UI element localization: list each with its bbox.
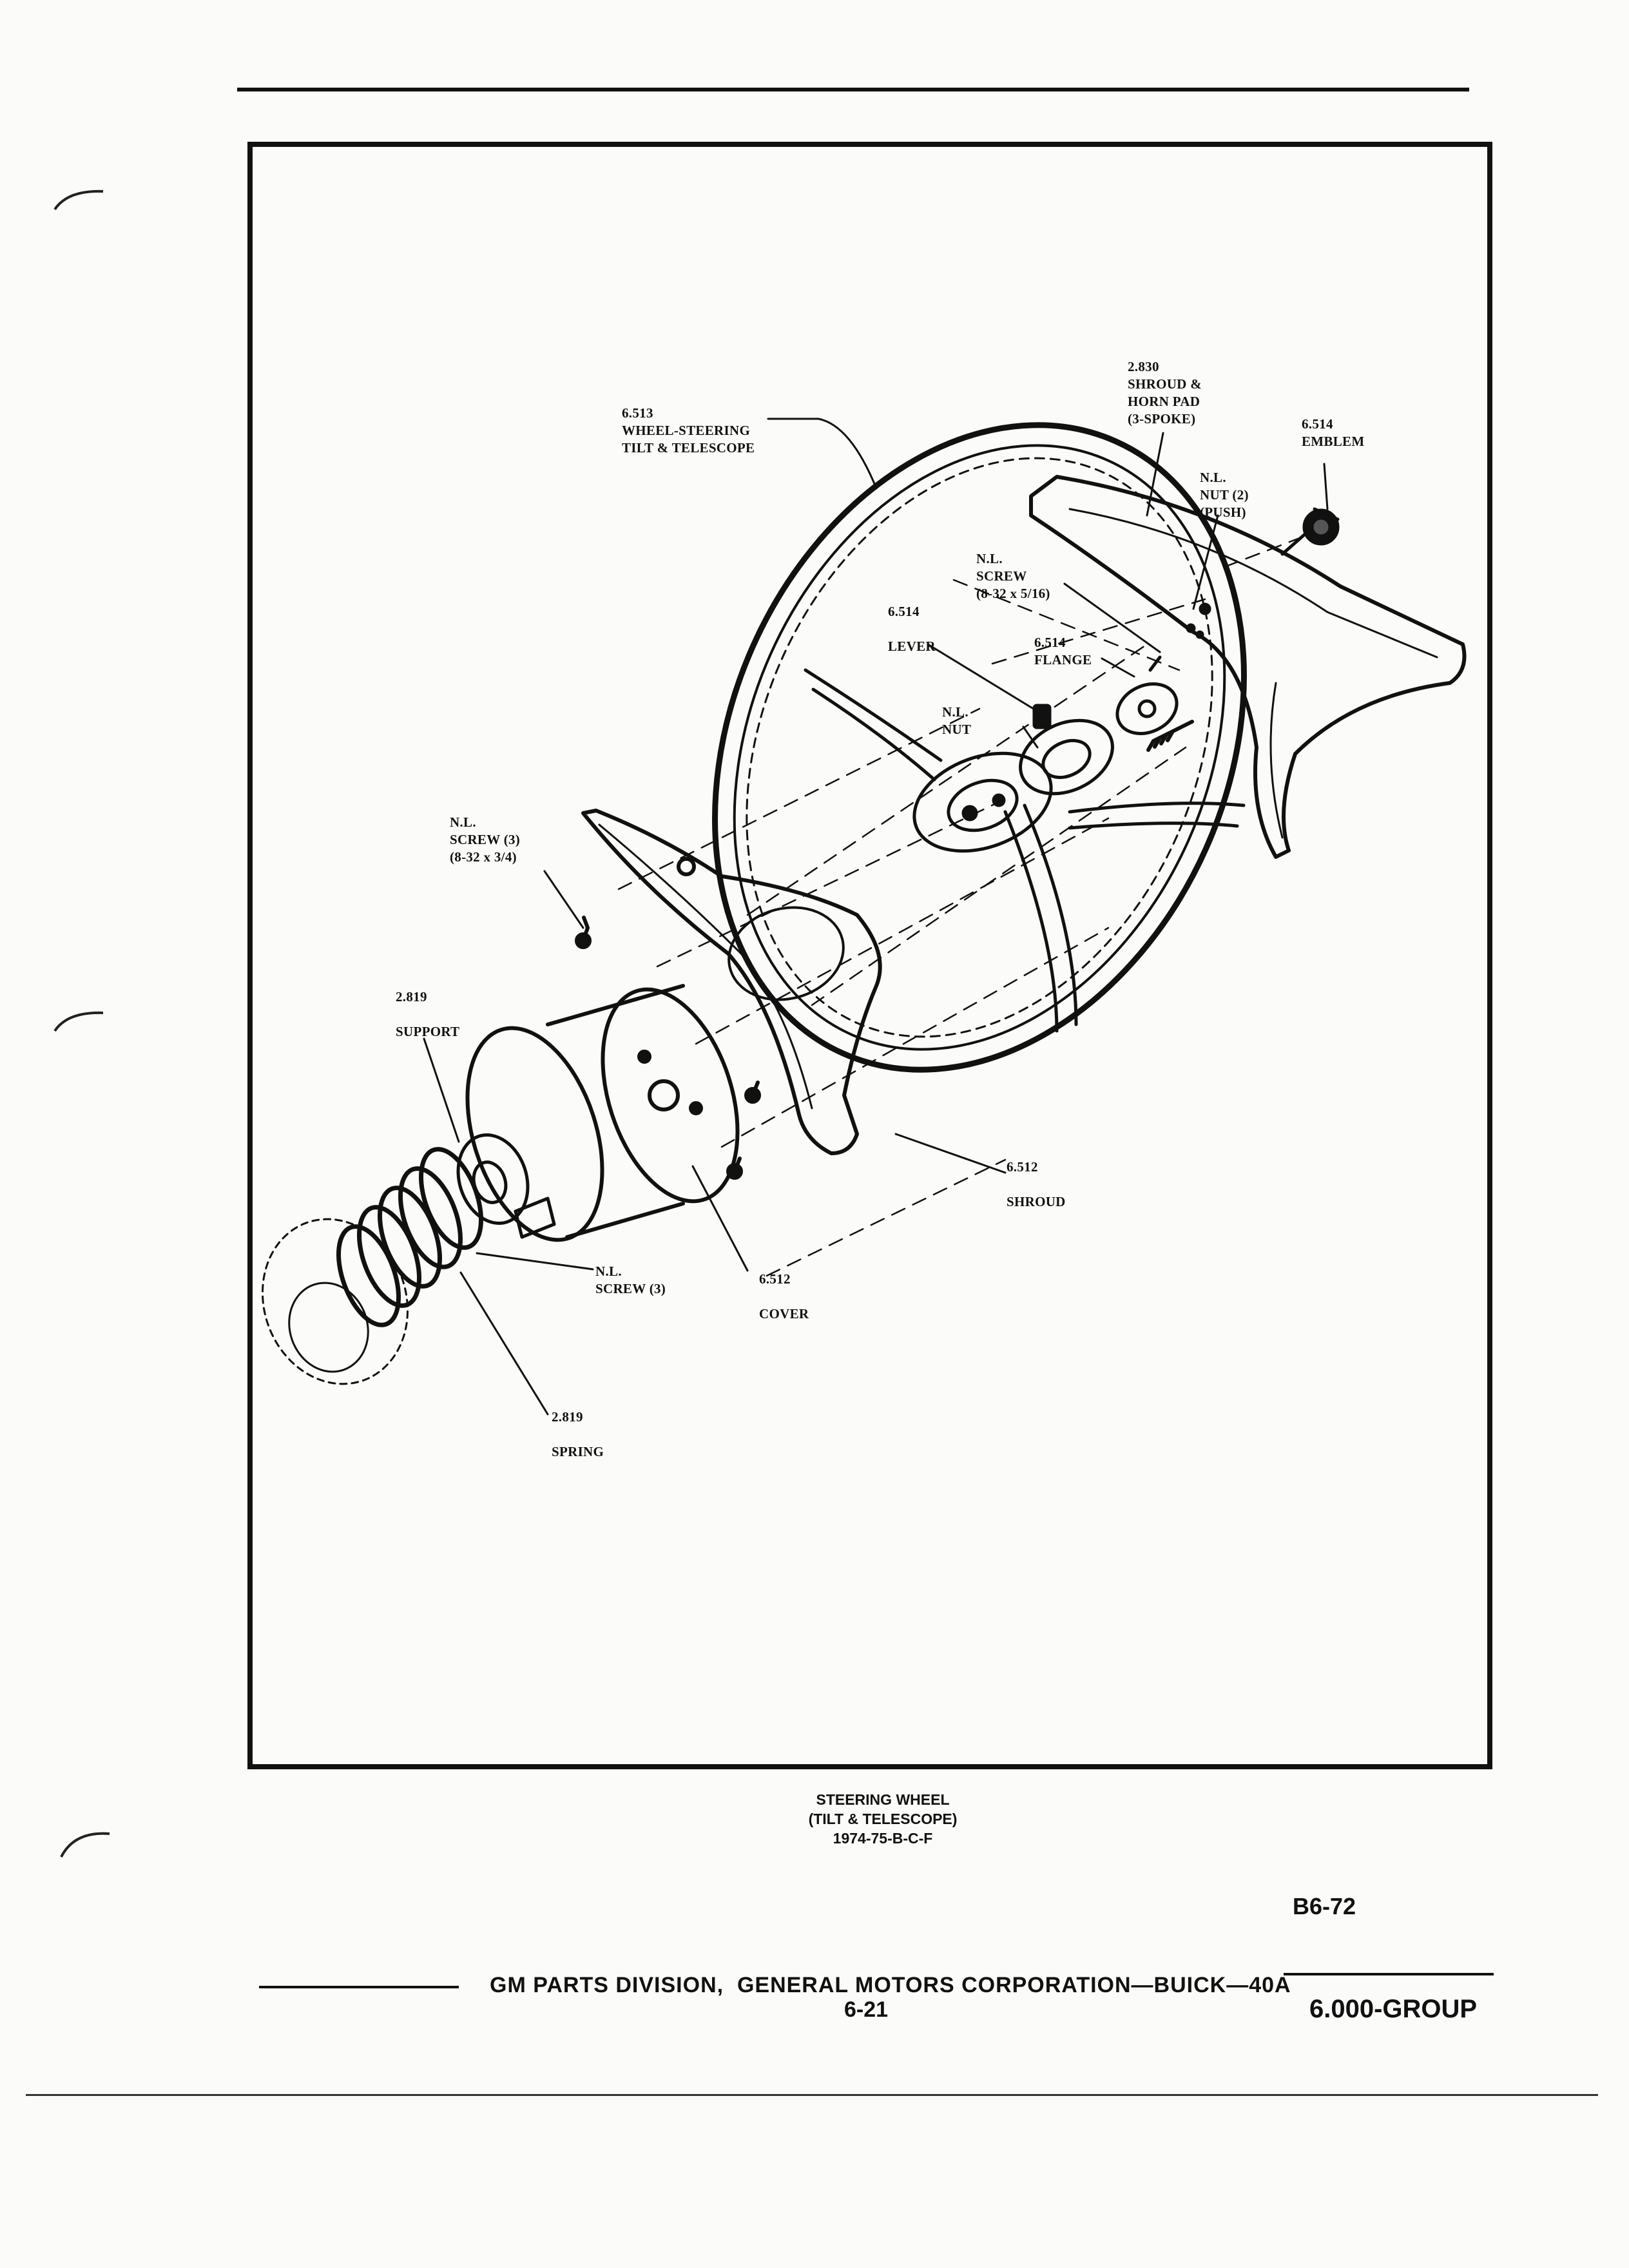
footer-rule-right	[1284, 1973, 1494, 1975]
leader-lines	[423, 418, 1329, 1416]
label-support: 2.819 SUPPORT	[396, 989, 460, 1039]
footer-page-number: 6-21	[844, 1997, 889, 2022]
top-rule	[237, 88, 1469, 91]
flange-part	[1115, 655, 1179, 735]
diagram-frame	[247, 142, 1492, 1769]
label-cover: 6.512 COVER	[759, 1271, 809, 1321]
support-part	[456, 1133, 556, 1239]
label-screw-3: N.L. SCREW (3)	[595, 1264, 666, 1296]
label-emblem: 6.514 EMBLEM	[1302, 416, 1365, 449]
push-nuts	[1186, 602, 1211, 639]
cover-screws	[575, 916, 761, 1180]
label-shroud-horn-pad: 2.830 SHROUD & HORN PAD (3-SPOKE)	[1128, 359, 1202, 427]
label-shroud: 6.512 SHROUD	[1007, 1159, 1066, 1209]
margin-mark	[60, 1832, 110, 1858]
column-base	[261, 1218, 409, 1385]
spring-part	[336, 1147, 483, 1327]
label-nut-push: N.L. NUT (2) (PUSH)	[1200, 470, 1249, 520]
steering-wheel-rim	[712, 422, 1247, 1073]
lower-shroud	[581, 809, 882, 1155]
flange-screw	[1146, 720, 1194, 752]
margin-mark	[53, 1011, 104, 1032]
footer-publisher: GM PARTS DIVISION, GENERAL MOTORS CORPOR…	[490, 1973, 1291, 1997]
footer-rule-left	[259, 1986, 459, 1988]
horn-pad-shroud	[1029, 475, 1467, 859]
label-wheel-steering: 6.513 WHEEL-STEERING TILT & TELESCOPE	[622, 405, 755, 456]
margin-mark	[53, 189, 104, 211]
wheel-spokes	[804, 668, 1246, 1033]
label-spring: 2.819 SPRING	[552, 1409, 604, 1459]
figure-caption: STEERING WHEEL (TILT & TELESCOPE) 1974-7…	[747, 1790, 1018, 1848]
page-code: B6-72	[1293, 1893, 1356, 1919]
bottom-rule	[26, 2094, 1598, 2096]
caption-subtitle: (TILT & TELESCOPE)	[808, 1811, 958, 1827]
footer-group-code: 6.000-GROUP	[1309, 1995, 1478, 2023]
label-screw-3-4: N.L. SCREW (3) (8-32 x 3/4)	[450, 814, 521, 865]
caption-title: STEERING WHEEL	[816, 1791, 950, 1808]
caption-model-years: 1974-75-B-C-F	[833, 1830, 933, 1847]
label-flange: 6.514 FLANGE	[1034, 635, 1092, 668]
label-screw-5-16: N.L. SCREW (8-32 x 5/16)	[976, 551, 1050, 601]
label-lever: 6.514 LEVER	[888, 604, 936, 654]
cover-part	[465, 984, 740, 1242]
explode-lines	[617, 533, 1309, 1277]
emblem-part	[1280, 507, 1340, 556]
label-nut: N.L. NUT	[942, 704, 972, 737]
